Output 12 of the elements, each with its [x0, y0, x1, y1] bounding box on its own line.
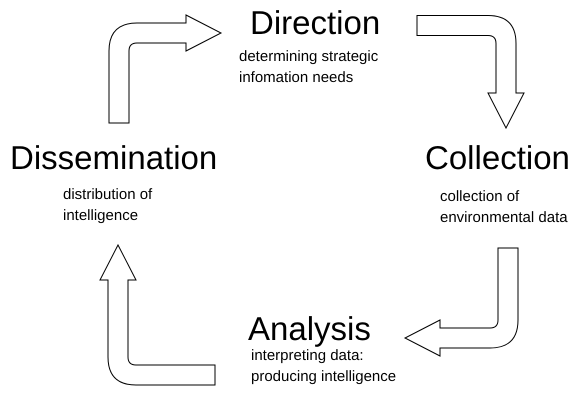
stage-description: interpreting data: producing intelligence — [251, 347, 398, 387]
stage-title: Direction — [250, 6, 380, 39]
block-arrow — [108, 14, 222, 124]
stage-title: Analysis — [248, 312, 371, 345]
stage-description: distribution of intelligence — [63, 185, 154, 226]
stage-description: determining strategic infomation needs — [239, 47, 380, 88]
block-arrow — [416, 15, 524, 128]
stage-title: Collection — [425, 141, 570, 174]
stage-description: collection of environmental data — [440, 187, 569, 228]
block-arrow — [404, 248, 518, 356]
stage-title: Dissemination — [10, 141, 218, 174]
block-arrow — [100, 244, 216, 386]
